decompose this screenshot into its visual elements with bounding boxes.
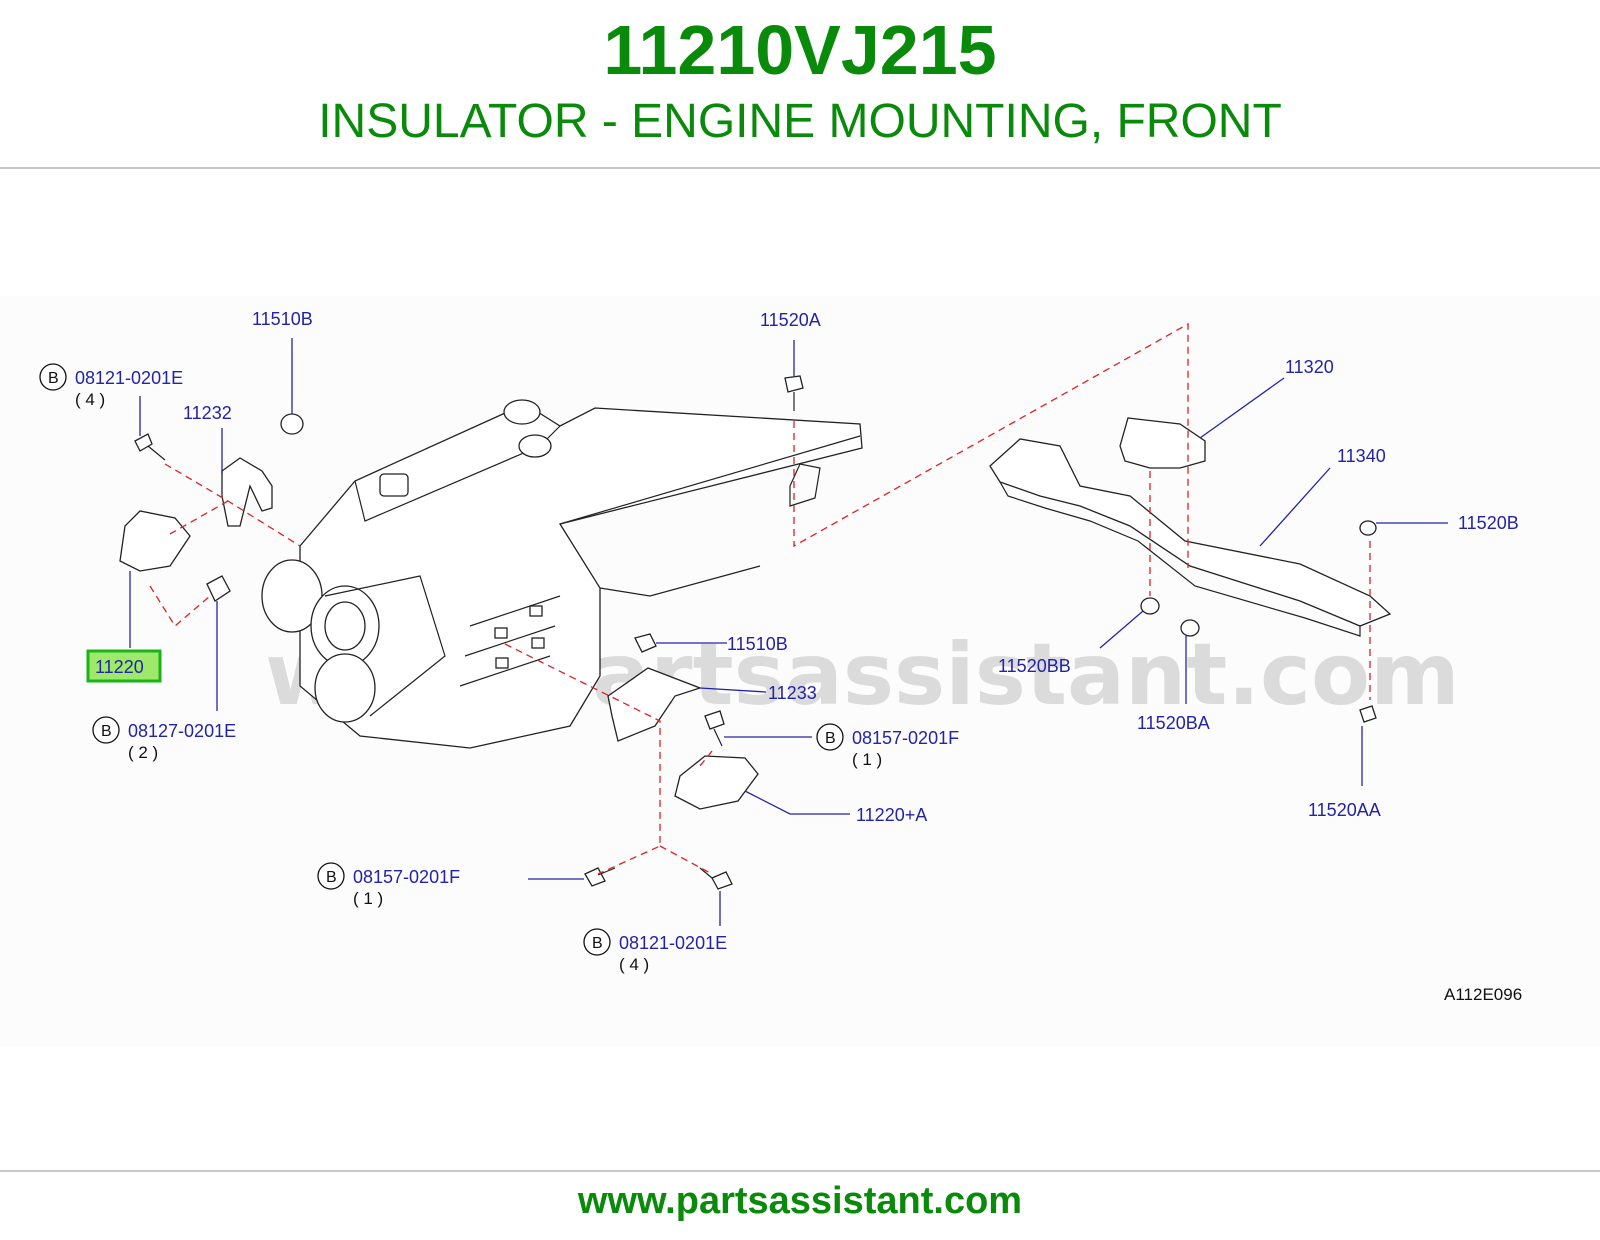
insulator-11220A-part <box>674 755 759 810</box>
highlight-box-11220 <box>86 649 162 683</box>
b-badge-letter: B <box>592 935 603 952</box>
b-badge-icon <box>816 723 844 751</box>
engine-transmission-assembly <box>261 399 863 749</box>
nut-11520B <box>1359 520 1377 536</box>
bolt-11520AA <box>1359 705 1377 723</box>
label-11220[interactable]: 11220 <box>95 657 144 677</box>
bolt-ref-08157-lower[interactable]: B 08157-0201F ( 1 ) <box>317 862 460 908</box>
bracket-11233 <box>607 667 702 742</box>
bolt-ref-08121-upper[interactable]: B 08121-0201E ( 4 ) <box>39 363 183 409</box>
bolt-code: 08121-0201E <box>75 368 183 388</box>
label-11520AA[interactable]: 11520AA <box>1308 800 1381 820</box>
bolt-qty: ( 1 ) <box>852 750 882 769</box>
assembly-dash-lines <box>149 322 1371 875</box>
label-11320[interactable]: 11320 <box>1285 357 1334 377</box>
label-11510B-top[interactable]: 11510B <box>252 309 313 329</box>
b-badge-letter: B <box>825 730 836 747</box>
drawing-code: A112E096 <box>1444 985 1522 1004</box>
b-badge-letter: B <box>101 723 112 740</box>
footer-divider <box>0 1170 1600 1172</box>
label-11220A[interactable]: 11220+A <box>856 805 927 825</box>
label-11520BA[interactable]: 11520BA <box>1137 713 1210 733</box>
bolt-qty: ( 4 ) <box>75 390 105 409</box>
bracket-11320 <box>1119 417 1206 469</box>
bolt-qty: ( 1 ) <box>353 889 383 908</box>
bolt-ref-08127[interactable]: B 08127-0201E ( 2 ) <box>92 716 236 762</box>
bolt-code: 08157-0201F <box>852 728 959 748</box>
part-description: INSULATOR - ENGINE MOUNTING, FRONT <box>318 95 1282 148</box>
bolt-08157-lower <box>584 867 606 887</box>
nut-11510B-mid <box>634 633 657 653</box>
bolt-upper-left <box>134 433 153 452</box>
part-number-title: 11210VJ215 <box>603 11 997 89</box>
bolt-code: 08157-0201F <box>353 867 460 887</box>
b-badge-letter: B <box>326 869 337 886</box>
label-11232[interactable]: 11232 <box>183 403 232 423</box>
b-badge-icon <box>583 928 611 956</box>
bolt-08157-mid <box>704 710 725 730</box>
nut-11520BB <box>1140 597 1160 615</box>
bolt-code: 08127-0201E <box>128 721 236 741</box>
leader-lines <box>129 338 1448 926</box>
bolt-qty: ( 2 ) <box>128 743 158 762</box>
footer-website-link[interactable]: www.partsassistant.com <box>577 1180 1023 1222</box>
exploded-parts-diagram: www.partsassistant.com <box>0 296 1600 1046</box>
label-11520BB[interactable]: 11520BB <box>998 656 1071 676</box>
label-11340[interactable]: 11340 <box>1337 446 1386 466</box>
label-11520B[interactable]: 11520B <box>1458 513 1519 533</box>
crossmember-11340 <box>989 438 1392 627</box>
diagram-canvas: www.partsassistant.com <box>39 309 1522 1004</box>
header-divider <box>0 167 1600 169</box>
bolt-ref-08121-lower[interactable]: B 08121-0201E ( 4 ) <box>583 928 727 974</box>
nut-11520BA <box>1180 619 1200 637</box>
bolt-08121-lower <box>711 871 733 890</box>
b-badge-letter: B <box>48 370 59 387</box>
bracket-11232 <box>221 457 273 527</box>
bolt-qty: ( 4 ) <box>619 955 649 974</box>
bolt-08127 <box>206 575 231 602</box>
bolt-ref-08157-right[interactable]: B 08157-0201F ( 1 ) <box>816 723 959 769</box>
label-11510B-mid[interactable]: 11510B <box>727 634 788 654</box>
stud-11520A <box>784 375 804 393</box>
label-11520A[interactable]: 11520A <box>760 310 821 330</box>
b-badge-icon <box>39 363 67 391</box>
b-badge-icon <box>92 716 120 744</box>
label-11233[interactable]: 11233 <box>768 683 817 703</box>
insulator-11220-part <box>119 510 191 572</box>
b-badge-icon <box>317 862 345 890</box>
nut-11510B-top <box>280 413 304 435</box>
bolt-code: 08121-0201E <box>619 933 727 953</box>
